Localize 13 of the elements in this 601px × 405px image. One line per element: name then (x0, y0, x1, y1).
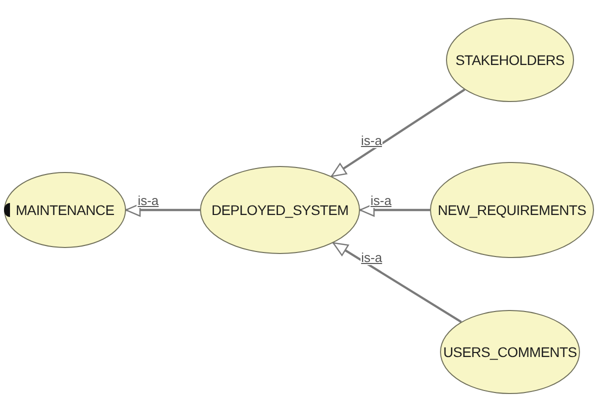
node-label: STAKEHOLDERS (456, 52, 564, 68)
generalization-arrow (359, 203, 430, 217)
node-label: DEPLOYED_SYSTEM (211, 202, 349, 218)
node-label: NEW_REQUIREMENTS (438, 202, 586, 218)
edge-label: is-a (136, 194, 160, 208)
node-label: MAINTENANCE (16, 202, 114, 218)
generalization-arrow (125, 203, 200, 217)
generalization-arrow (330, 88, 466, 178)
edge-label: is-a (360, 134, 383, 148)
generalization-arrow (332, 242, 462, 323)
node-label: USERS_COMMENTS (443, 344, 577, 360)
edge-label: is-a (370, 194, 392, 208)
edge-label: is-a (360, 250, 384, 265)
